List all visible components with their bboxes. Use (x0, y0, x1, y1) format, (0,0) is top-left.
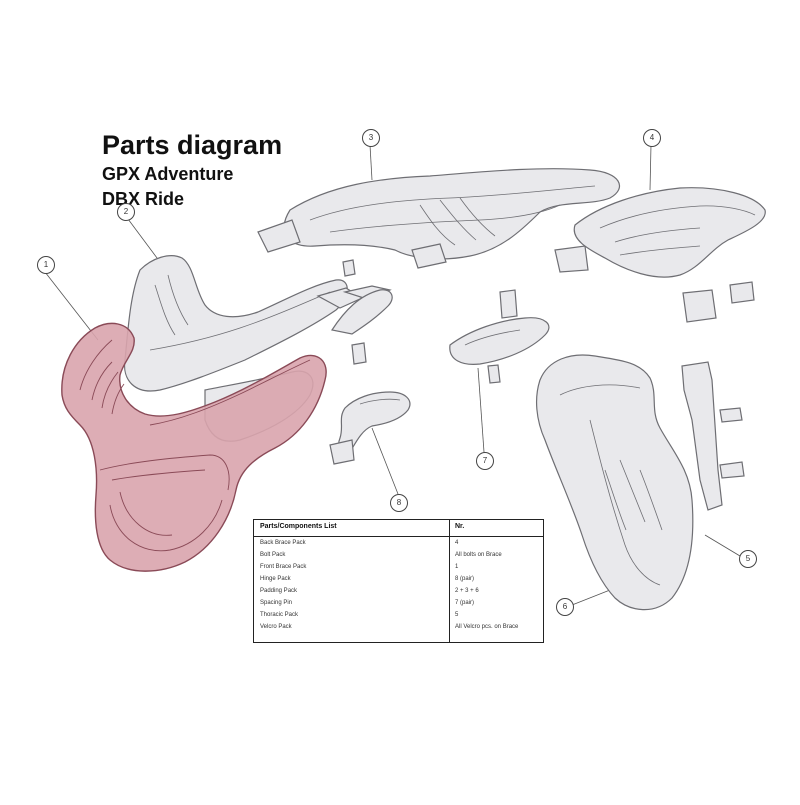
parts-components-table: Parts/Components List Nr. Back Brace Pac… (253, 519, 544, 643)
callout-2: 2 (117, 203, 135, 221)
row-part-name: Thoracic Pack (260, 612, 299, 618)
table-row: Spacing Pin 7 (pair) (254, 598, 543, 610)
leader-line-4 (649, 144, 652, 191)
callout-4: 4 (643, 129, 661, 147)
row-part-name: Back Brace Pack (260, 540, 306, 546)
part-4-back-brace (573, 187, 766, 323)
part-5-thoracic-plate (681, 361, 745, 511)
table-row: Thoracic Pack 5 (254, 610, 543, 622)
row-part-nr: 2 + 3 + 6 (455, 588, 479, 594)
row-part-name: Padding Pack (260, 588, 298, 594)
table-row: Back Brace Pack 4 (254, 538, 543, 550)
part-1-front-brace (61, 322, 327, 572)
diagram-subtitle-gpx: GPX Adventure (102, 164, 234, 184)
row-part-nr: All bolts on Brace (455, 552, 502, 558)
callout-7: 7 (476, 452, 494, 470)
callout-8: 8 (390, 494, 408, 512)
row-part-nr: 8 (pair) (455, 576, 475, 582)
row-part-name: Velcro Pack (260, 624, 292, 630)
row-part-nr: All Velcro pcs. on Brace (455, 624, 519, 630)
leader-lines (44, 144, 741, 606)
row-part-name: Bolt Pack (260, 552, 286, 558)
table-header-name: Parts/Components List (260, 523, 337, 530)
leader-line-8 (371, 427, 399, 495)
loose-bolts (331, 259, 393, 365)
diagram-title: Parts diagram (102, 130, 283, 160)
callout-3: 3 (362, 129, 380, 147)
callout-5: 5 (739, 550, 757, 568)
leader-line-3 (369, 144, 373, 181)
part-7-spacing-pin (449, 289, 550, 384)
table-row: Hinge Pack 8 (pair) (254, 574, 543, 586)
part-8-hinge (329, 391, 411, 465)
leader-line-6 (571, 589, 611, 606)
row-part-name: Front Brace Pack (260, 564, 307, 570)
diagram-subtitle-dbx: DBX Ride (102, 189, 185, 209)
row-part-nr: 4 (455, 540, 459, 546)
table-row: Padding Pack 2 + 3 + 6 (254, 586, 543, 598)
row-part-name: Spacing Pin (260, 600, 293, 606)
leader-line-7 (477, 367, 485, 453)
row-part-name: Hinge Pack (260, 576, 291, 582)
leader-line-2 (127, 218, 161, 263)
leader-line-5 (704, 534, 741, 557)
table-row: Bolt Pack All bolts on Brace (254, 550, 543, 562)
leader-line-1 (44, 271, 99, 341)
row-part-nr: 1 (455, 564, 459, 570)
part-6-thoracic-padding (535, 354, 694, 611)
table-row: Velcro Pack All Velcro pcs. on Brace (254, 622, 543, 634)
row-part-nr: 7 (pair) (455, 600, 475, 606)
callout-1: 1 (37, 256, 55, 274)
table-header-nr: Nr. (455, 523, 465, 530)
row-part-nr: 5 (455, 612, 459, 618)
table-column-divider (449, 520, 450, 642)
table-row: Front Brace Pack 1 (254, 562, 543, 574)
table-header-row: Parts/Components List Nr. (254, 520, 543, 537)
callout-6: 6 (556, 598, 574, 616)
part-3-back-padding (257, 168, 621, 273)
